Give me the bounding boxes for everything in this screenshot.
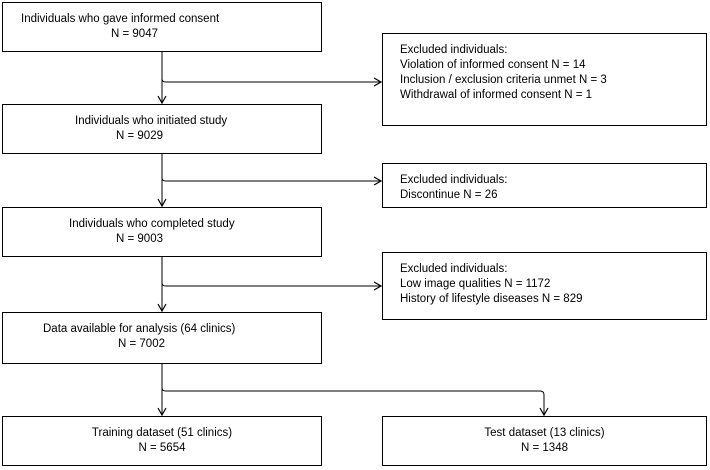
exclusion-item: Low image qualities N = 1172: [400, 278, 551, 290]
analysis-count: N = 7002: [118, 338, 165, 350]
completed-box: Individuals who completed study N = 9003: [2, 207, 322, 257]
arrow-to-exclusion-2: [161, 176, 383, 186]
consent-count: N = 9047: [111, 28, 158, 40]
initiated-box: Individuals who initiated study N = 9029: [2, 104, 322, 154]
exclusion-item: Discontinue N = 26: [400, 189, 498, 201]
completed-count: N = 9003: [116, 233, 163, 245]
exclusion-item: Inclusion / exclusion criteria unmet N =…: [400, 74, 607, 86]
training-box: Training dataset (51 clinics) N = 5654: [2, 416, 322, 466]
exclusion-item: History of lifestyle diseases N = 829: [400, 293, 583, 305]
training-title: Training dataset (51 clinics): [91, 427, 233, 439]
initiated-count: N = 9029: [116, 130, 163, 142]
arrow-to-exclusion-1: [161, 77, 383, 87]
arrow-analysis-to-test: [161, 387, 549, 417]
exclusion-item: Violation of informed consent N = 14: [400, 59, 586, 71]
exclusion-item: Withdrawal of informed consent N = 1: [400, 89, 593, 101]
exclusion-heading: Excluded individuals:: [400, 174, 508, 186]
test-title: Test dataset (13 clinics): [484, 427, 605, 439]
completed-title: Individuals who completed study: [69, 218, 235, 230]
exclusion-box-1: Excluded individuals: Violation of infor…: [382, 33, 707, 126]
analysis-box: Data available for analysis (64 clinics)…: [2, 312, 322, 364]
test-count: N = 1348: [521, 442, 568, 454]
training-count: N = 5654: [138, 442, 186, 454]
arrow-to-exclusion-3: [161, 281, 383, 291]
exclusion-heading: Excluded individuals:: [400, 44, 508, 56]
analysis-title: Data available for analysis (64 clinics): [43, 323, 236, 335]
exclusion-heading: Excluded individuals:: [400, 263, 508, 275]
consent-title: Individuals who gave informed consent: [21, 13, 220, 25]
exclusion-box-3: Excluded individuals: Low image qualitie…: [382, 252, 707, 320]
initiated-title: Individuals who initiated study: [75, 115, 228, 127]
test-box: Test dataset (13 clinics) N = 1348: [382, 416, 707, 466]
consent-box: Individuals who gave informed consent N …: [2, 2, 322, 52]
exclusion-box-2: Excluded individuals: Discontinue N = 26: [382, 163, 707, 208]
